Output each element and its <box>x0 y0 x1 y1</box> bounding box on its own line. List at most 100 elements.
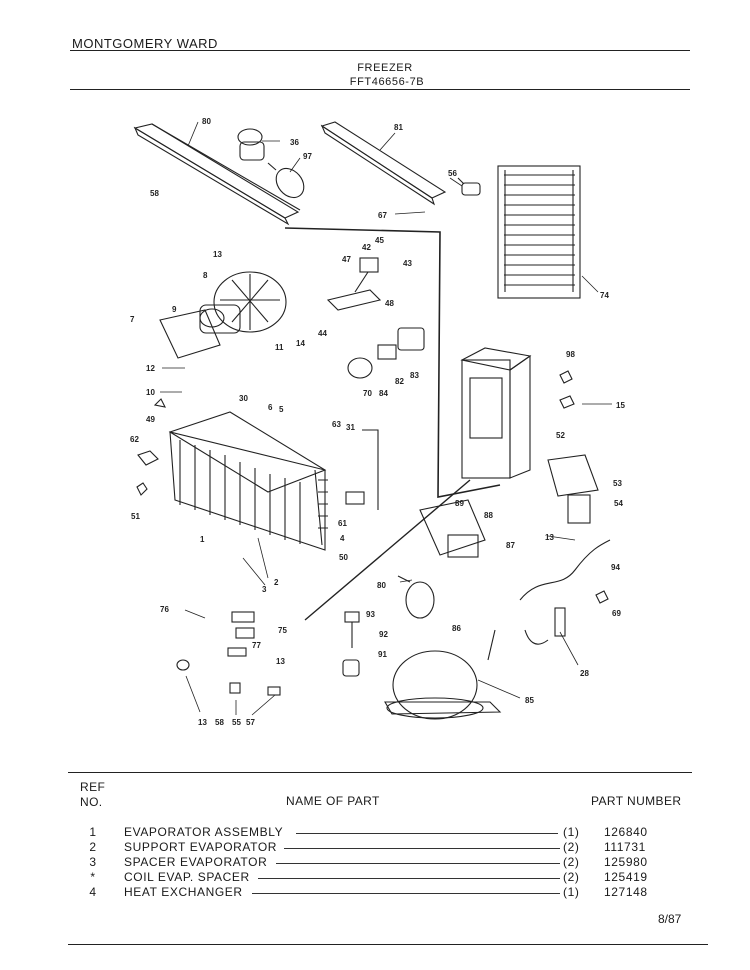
callout-label: 12 <box>146 364 155 373</box>
callout-label: 92 <box>379 630 388 639</box>
table-row: * COIL EVAP. SPACER (2) 125419 <box>0 870 750 886</box>
callout-label: 49 <box>146 415 155 424</box>
callout-label: 51 <box>131 512 140 521</box>
relay <box>397 575 435 619</box>
callout-label: 61 <box>338 519 347 528</box>
callout-label: 6 <box>268 403 273 412</box>
col-header-ref: REF <box>80 780 106 794</box>
wire-harness <box>519 539 611 601</box>
clip <box>595 590 609 604</box>
brand-name: MONTGOMERY WARD <box>72 36 218 51</box>
callout-label: 30 <box>239 394 248 403</box>
callout-label: 14 <box>296 339 305 348</box>
callout-label: 5 <box>279 405 284 414</box>
callout-label: 83 <box>410 371 419 380</box>
row-qty: (1) <box>563 825 580 839</box>
callout-label: 15 <box>616 401 625 410</box>
page-number: 8/87 <box>658 912 682 926</box>
row-qty: (2) <box>563 840 580 854</box>
clip <box>559 370 573 384</box>
callout-label: 80 <box>377 581 386 590</box>
exploded-parts-diagram: 80 58 36 97 81 56 67 74 13 8 9 7 14 11 1… <box>130 117 625 727</box>
lamp-socket <box>237 128 305 199</box>
row-part-number: 127148 <box>604 885 648 899</box>
callout-label: 69 <box>612 609 621 618</box>
col-header-part-number: PART NUMBER <box>591 794 682 808</box>
callout-label: 91 <box>378 650 387 659</box>
row-name: SPACER EVAPORATOR <box>124 855 268 869</box>
leader-lines <box>160 121 612 716</box>
callout-label: 47 <box>342 255 351 264</box>
row-qty: (2) <box>563 855 580 869</box>
thermostat-part <box>457 177 481 196</box>
rail-right <box>320 121 447 206</box>
overload-protector <box>524 607 566 645</box>
callout-label: 50 <box>339 553 348 562</box>
callout-label: 7 <box>130 315 135 324</box>
row-part-number: 125419 <box>604 870 648 884</box>
callout-label: 8 <box>203 271 208 280</box>
title-rule <box>70 89 690 90</box>
clip <box>137 450 159 466</box>
callout-label: 74 <box>600 291 609 300</box>
row-ref: 3 <box>89 855 97 869</box>
callout-label: 53 <box>613 479 622 488</box>
section-divider-diagonal <box>304 479 471 621</box>
evaporator-assembly <box>168 411 328 551</box>
callout-label: 10 <box>146 388 155 397</box>
row-ref: 2 <box>89 840 97 854</box>
callout-label: 93 <box>366 610 375 619</box>
row-name: COIL EVAP. SPACER <box>124 870 250 884</box>
callout-label: 54 <box>614 499 623 508</box>
callout-label: 45 <box>375 236 384 245</box>
callout-label: 1 <box>200 535 205 544</box>
row-qty: (2) <box>563 870 580 884</box>
callout-label: 70 <box>363 389 372 398</box>
callout-label: 89 <box>455 499 464 508</box>
freezer-liner <box>460 347 532 479</box>
callout-label: 80 <box>202 117 211 126</box>
callout-label: 36 <box>290 138 299 147</box>
col-header-name: NAME OF PART <box>286 794 380 808</box>
callout-label: 85 <box>525 696 534 705</box>
section-divider <box>284 227 501 498</box>
callout-label: 44 <box>318 329 327 338</box>
model-number: FFT46656-7B <box>349 76 425 88</box>
callout-label: 3 <box>262 585 267 594</box>
callout-label: 77 <box>252 641 261 650</box>
callout-label: 42 <box>362 243 371 252</box>
callout-label: 57 <box>246 718 255 727</box>
spacer-block <box>345 491 365 505</box>
callout-label: 81 <box>394 123 403 132</box>
callout-label: 76 <box>160 605 169 614</box>
row-part-number: 125980 <box>604 855 648 869</box>
callout-label: 86 <box>452 624 461 633</box>
callout-label: 84 <box>379 389 388 398</box>
callout-label: 13 <box>213 250 222 259</box>
callout-label: 82 <box>395 377 404 386</box>
table-row: 2 SUPPORT EVAPORATOR (2) 111731 <box>0 840 750 856</box>
row-ref: 1 <box>89 825 97 839</box>
callout-label: 4 <box>340 534 345 543</box>
col-header-no: NO. <box>80 795 103 809</box>
callout-label: 13 <box>545 533 554 542</box>
callout-label: 88 <box>484 511 493 520</box>
callout-label: 56 <box>448 169 457 178</box>
table-row: 1 EVAPORATOR ASSEMBLY (1) 126840 <box>0 825 750 841</box>
row-name: EVAPORATOR ASSEMBLY <box>124 825 284 839</box>
drain-parts <box>176 611 281 696</box>
callout-label: 94 <box>611 563 620 572</box>
callout-label: 43 <box>403 259 412 268</box>
row-ref: 4 <box>89 885 97 899</box>
callout-label: 11 <box>275 343 284 352</box>
header-rule <box>70 50 690 51</box>
callout-label: 58 <box>215 718 224 727</box>
callout-label: 28 <box>580 669 589 678</box>
clip <box>136 482 148 496</box>
row-part-number: 126840 <box>604 825 648 839</box>
clip <box>153 398 166 408</box>
row-part-number: 111731 <box>604 840 646 854</box>
mounting-bolt <box>342 611 360 677</box>
row-ref: * <box>90 870 96 884</box>
callout-label: 2 <box>274 578 279 587</box>
